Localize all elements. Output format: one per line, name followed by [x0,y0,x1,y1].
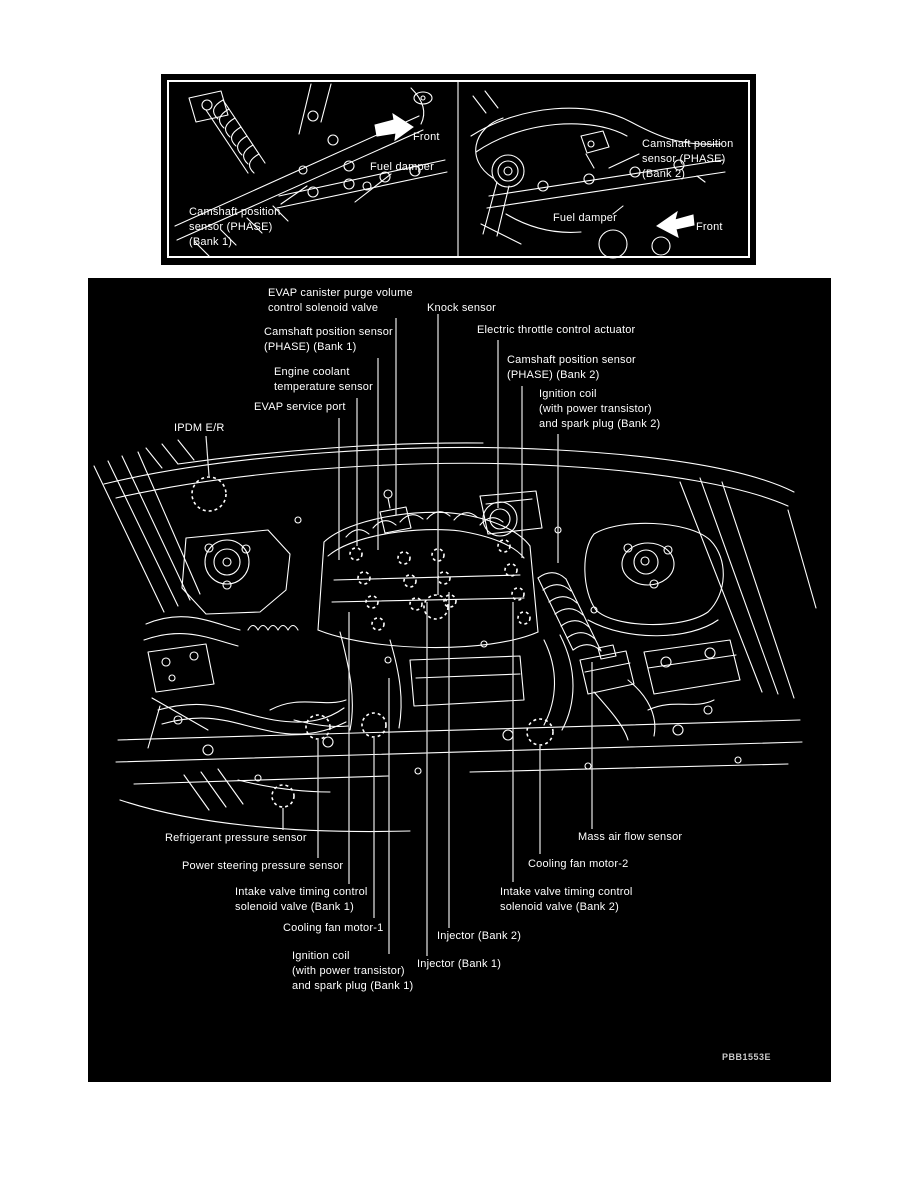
component-markers [191,476,554,808]
label-electric-throttle: Electric throttle control actuator [477,324,636,336]
figure-code: PBB1553E [722,1052,772,1062]
camshaft-leader-right [608,153,640,169]
cooling-fan-1-marker [361,712,387,738]
label-injector-bank2: Injector (Bank 2) [437,930,522,942]
fuel-damper-leader-right [612,205,624,215]
right-view-sketch [470,90,726,259]
engine-diagram-art [93,314,817,956]
label-ignition-coil-bank1: Ignition coil (with power transistor) an… [292,950,414,992]
label-injector-bank1: Injector (Bank 1) [417,958,502,970]
label-cooling-fan-2: Cooling fan motor-2 [528,858,629,870]
label-ipdm: IPDM E/R [174,422,225,434]
engine-compartment-panel: EVAP canister purge volume control solen… [88,278,831,1082]
left-view-sketch [174,83,448,258]
knock-sensor-marker [423,594,449,620]
top-panel: Front Fuel damper Camshaft position sens… [161,74,756,265]
refrigerant-sensor-marker [271,784,295,808]
label-cooling-fan-1: Cooling fan motor-1 [283,922,384,934]
label-camshaft-bank1: Camshaft position sensor (PHASE) (Bank 1… [264,326,393,353]
front-arrow-icon [374,112,414,142]
label-camshaft-bank2: Camshaft position sensor (PHASE) (Bank 2… [507,354,636,381]
label-mass-air-flow: Mass air flow sensor [578,831,683,843]
engine-bay-sketch [93,439,817,833]
camshaft-leader-left [280,185,308,205]
label-camshaft-bank1-closeup: Camshaft position sensor (PHASE) (Bank 1… [189,206,281,248]
ignition-coil-bank1-markers [349,547,385,631]
label-front-left: Front [413,131,440,143]
label-engine-coolant: Engine coolant temperature sensor [274,366,373,393]
label-front-right: Front [696,221,723,233]
camshaft-closeup-art [167,80,750,259]
injector-bank1-markers [397,551,423,611]
ipdm-location-marker [191,476,227,512]
fuel-damper-leader-left [354,173,392,203]
leader-lines [205,314,593,956]
label-intake-valve-bank1: Intake valve timing control solenoid val… [235,886,368,913]
ignition-coil-bank2-markers [497,539,531,625]
front-arrow-icon [656,210,695,238]
power-steering-sensor-marker [305,714,331,740]
label-evap-service-port: EVAP service port [254,401,346,413]
label-fuel-damper-left: Fuel damper [370,161,434,173]
label-intake-valve-bank2: Intake valve timing control solenoid val… [500,886,633,913]
leader-ipdm [205,435,210,477]
label-power-steering: Power steering pressure sensor [182,860,344,872]
cooling-fan-2-marker [526,718,554,746]
label-evap-canister: EVAP canister purge volume control solen… [268,287,413,314]
injector-bank2-markers [431,548,457,608]
label-refrigerant: Refrigerant pressure sensor [165,832,307,844]
label-fuel-damper-right: Fuel damper [553,212,617,224]
label-knock-sensor: Knock sensor [427,302,497,314]
label-camshaft-bank2-closeup: Camshaft position sensor (PHASE) (Bank 2… [642,138,734,180]
label-ignition-coil-bank2: Ignition coil (with power transistor) an… [539,388,661,430]
